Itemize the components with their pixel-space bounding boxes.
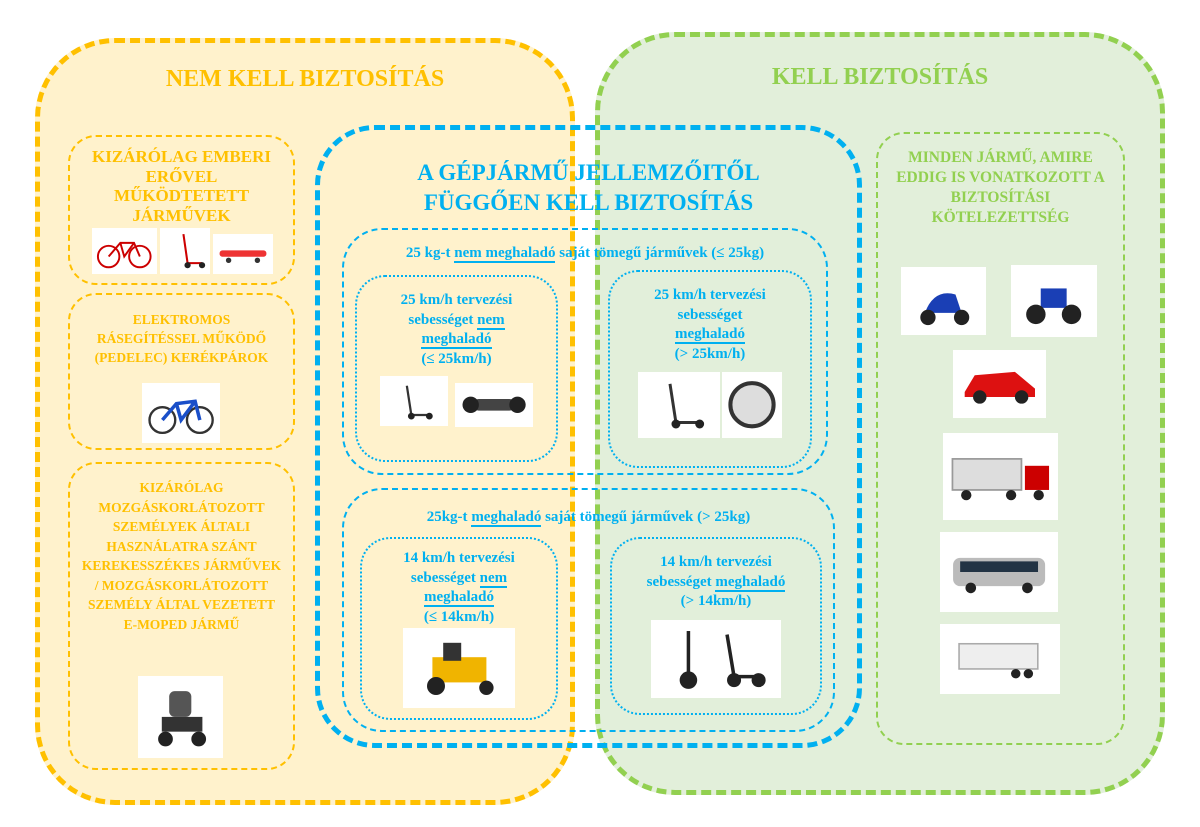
segway-escooter-image bbox=[651, 620, 781, 698]
over-25kg-box bbox=[342, 488, 835, 732]
over-25kg-heading: 25kg-t meghaladó saját tömegű járművek (… bbox=[342, 509, 835, 527]
wheelchair-box: KIZÁRÓLAG MOZGÁSKORLÁTOZOTT SZEMÉLYEK ÁL… bbox=[68, 462, 295, 770]
e-scooter-image bbox=[380, 376, 448, 426]
hoverboard-image bbox=[455, 383, 533, 427]
speed-limit: (≤ 25km/h) bbox=[421, 350, 492, 367]
speed-underlined: meghaladó bbox=[423, 589, 494, 607]
moped-image bbox=[901, 267, 986, 335]
under-25kg-heading: 25 kg-t nem meghaladó saját tömegű jármű… bbox=[342, 245, 828, 263]
speed-underlined: meghaladó bbox=[715, 573, 786, 592]
no-insurance-title: NEM KELL BIZTOSÍTÁS bbox=[165, 66, 445, 92]
e-bike-image bbox=[142, 383, 220, 443]
heading-underlined: nem meghaladó bbox=[454, 245, 556, 263]
pedelec-label: ELEKTROMOS RÁSEGÍTÉSSEL MŰKÖDŐ (PEDELEC)… bbox=[94, 312, 269, 365]
over-25kmh-box: 25 km/h tervezési sebességet meghaladó (… bbox=[608, 270, 812, 468]
mobility-scooter-image bbox=[138, 676, 223, 758]
speed-label: 14 km/h tervezési bbox=[660, 554, 772, 570]
speed-label: 25 km/h tervezési bbox=[400, 292, 513, 308]
human-powered-label: KIZÁRÓLAG EMBERI ERŐVEL MŰKÖDTETETT JÁRM… bbox=[92, 147, 271, 225]
bus-image bbox=[940, 532, 1058, 612]
under-25kmh-box: 25 km/h tervezési sebességet nem meghala… bbox=[355, 275, 558, 462]
over-14kmh-box: 14 km/h tervezési sebességet meghaladó (… bbox=[610, 537, 822, 715]
speed-limit: (> 14km/h) bbox=[680, 593, 752, 609]
speed-underlined: nem bbox=[479, 569, 508, 588]
heading-text: saját tömegű járművek (> 25kg) bbox=[541, 509, 751, 525]
speed-label: sebességet bbox=[408, 311, 478, 328]
speed-label: sebességet bbox=[646, 573, 716, 590]
kick-scooter-image bbox=[160, 228, 210, 274]
ride-on-mower-image bbox=[403, 628, 515, 708]
speed-underlined: meghaladó bbox=[421, 331, 492, 349]
speed-underlined: meghaladó bbox=[674, 326, 745, 344]
conditional-title-line1: A GÉPJÁRMŰ JELLEMZŐITŐL bbox=[417, 160, 760, 185]
speed-underlined: nem bbox=[477, 311, 505, 330]
e-scooter-fast-image bbox=[638, 372, 720, 438]
speed-label: sebességet bbox=[410, 569, 480, 586]
speed-label: sebességet bbox=[677, 306, 743, 323]
bicycle-image bbox=[92, 228, 157, 274]
trailer-image bbox=[940, 624, 1060, 694]
conditional-title: A GÉPJÁRMŰ JELLEMZŐITŐL FÜGGŐEN KELL BIZ… bbox=[330, 158, 847, 218]
quad-bike-image bbox=[1011, 265, 1097, 337]
under-14kmh-box: 14 km/h tervezési sebességet nem meghala… bbox=[360, 537, 558, 720]
monowheel-image bbox=[722, 372, 782, 438]
skateboard-image bbox=[213, 234, 273, 274]
speed-limit: (≤ 14km/h) bbox=[423, 608, 495, 625]
wheelchair-label: KIZÁRÓLAG MOZGÁSKORLÁTOZOTT SZEMÉLYEK ÁL… bbox=[81, 480, 282, 632]
human-powered-box: KIZÁRÓLAG EMBERI ERŐVEL MŰKÖDTETETT JÁRM… bbox=[68, 135, 295, 285]
under-25kg-box bbox=[342, 228, 828, 475]
heading-text: 25kg-t bbox=[426, 509, 472, 525]
conditional-insurance-region bbox=[315, 125, 862, 748]
car-image bbox=[953, 350, 1046, 418]
truck-image bbox=[943, 433, 1058, 520]
heading-text: 25 kg-t bbox=[405, 245, 455, 261]
heading-underlined: meghaladó bbox=[471, 509, 542, 527]
heading-text: saját tömegű járművek (≤ 25kg) bbox=[555, 245, 765, 261]
all-vehicles-label: MINDEN JÁRMŰ, AMIRE EDDIG IS VONATKOZOTT… bbox=[896, 149, 1105, 227]
insurance-title: KELL BIZTOSÍTÁS bbox=[771, 64, 989, 90]
speed-label: 25 km/h tervezési bbox=[654, 287, 766, 303]
conditional-title-line2: FÜGGŐEN KELL BIZTOSÍTÁS bbox=[423, 189, 754, 215]
pedelec-box: ELEKTROMOS RÁSEGÍTÉSSEL MŰKÖDŐ (PEDELEC)… bbox=[68, 293, 295, 450]
speed-limit: (> 25km/h) bbox=[674, 345, 746, 362]
all-vehicles-box: MINDEN JÁRMŰ, AMIRE EDDIG IS VONATKOZOTT… bbox=[876, 132, 1125, 745]
speed-label: 14 km/h tervezési bbox=[403, 550, 515, 566]
